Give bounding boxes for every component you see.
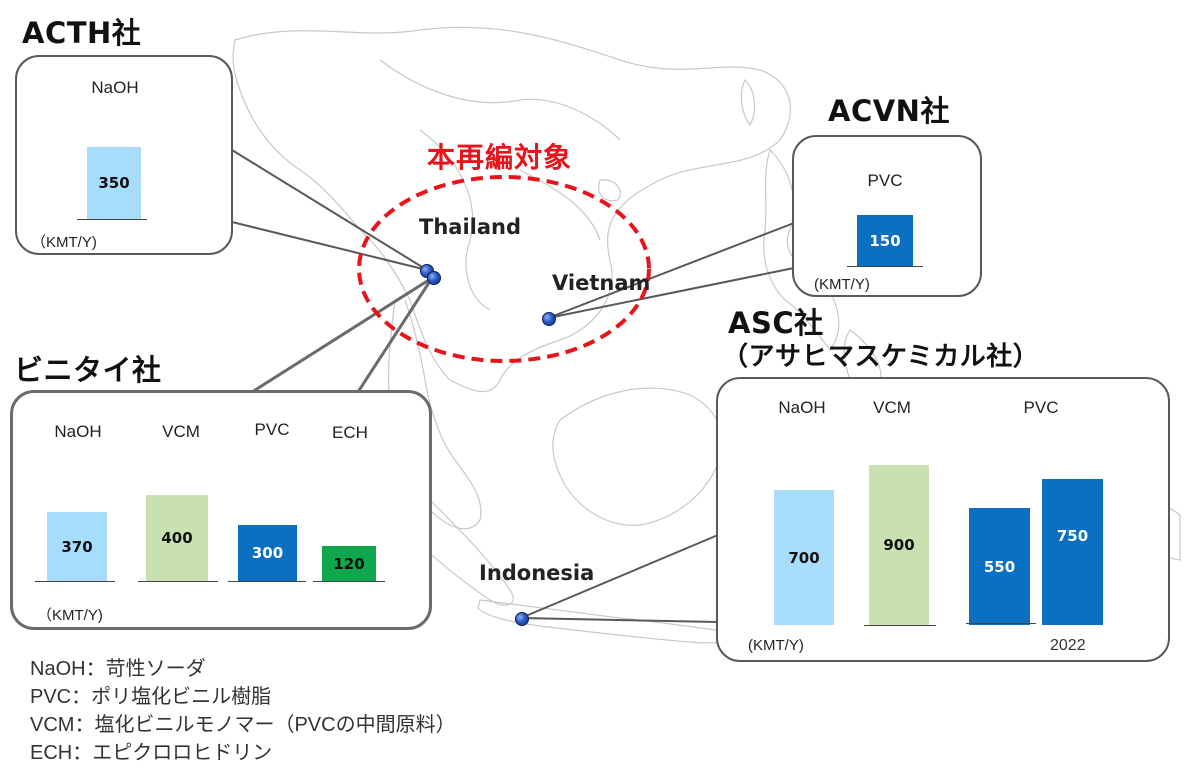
acvn-baseline — [847, 266, 923, 267]
asc-unit: (KMT/Y) — [748, 637, 804, 654]
acth-value-naoh: 350 — [98, 174, 130, 192]
location-marker-vinythai — [427, 271, 441, 285]
vinythai-baseline-vcm — [138, 581, 218, 582]
acvn-unit: (KMT/Y) — [814, 276, 870, 293]
location-marker-acvn — [542, 312, 556, 326]
legend-pvc: PVC：ポリ塩化ビニル樹脂 — [30, 686, 272, 708]
target-ellipse — [357, 175, 651, 363]
asc-label-naoh: NaOH — [778, 398, 826, 417]
asc-baseline-pvc — [966, 623, 1036, 624]
acvn-value-pvc: 150 — [869, 231, 901, 250]
legend-naoh: NaOH：苛性ソーダ — [30, 658, 206, 680]
asc-bar-naoh: 700 — [774, 490, 834, 625]
vinythai-label-pvc: PVC — [254, 420, 290, 439]
country-label-vietnam: Vietnam — [552, 271, 651, 295]
vinythai-baseline-pvc — [228, 581, 306, 582]
asc-value-pvc-2022: 750 — [1056, 527, 1089, 545]
vinythai-value-naoh: 370 — [61, 537, 93, 556]
asc-value-naoh: 700 — [788, 548, 820, 567]
asc-callout-box: NaOH VCM PVC 700 900 550 750 (KMT/Y) 202… — [716, 377, 1170, 662]
acth-unit: （KMT/Y) — [31, 234, 97, 251]
acvn-bar-pvc: 150 — [857, 215, 913, 266]
legend-ech: ECH：エピクロロヒドリン — [30, 742, 273, 764]
asc-year-label: 2022 — [1050, 637, 1086, 654]
vinythai-label-vcm: VCM — [162, 422, 200, 441]
acth-baseline — [77, 219, 147, 220]
vinythai-value-vcm: 400 — [161, 529, 193, 547]
asc-value-pvc-current: 550 — [983, 557, 1016, 576]
asc-bar-vcm: 900 — [869, 465, 929, 625]
asc-label-vcm: VCM — [873, 398, 911, 417]
asc-subtitle: （アサヒマスケミカル社） — [722, 342, 1040, 372]
vinythai-baseline-ech — [313, 581, 385, 582]
vinythai-bar-pvc: 300 — [238, 525, 297, 581]
vinythai-bar-ech: 120 — [322, 546, 376, 581]
vinythai-label-naoh: NaOH — [54, 422, 102, 441]
vinythai-baseline-naoh — [35, 581, 115, 582]
vinythai-bar-vcm: 400 — [146, 495, 208, 581]
acth-callout-box: NaOH 350 （KMT/Y) — [15, 55, 233, 255]
acth-title: ACTH社 — [22, 16, 142, 50]
target-label: 本再編対象 — [427, 141, 573, 174]
vinythai-callout-box: NaOH VCM PVC ECH 370 400 300 120 （KMT/Y) — [10, 390, 432, 630]
legend-vcm: VCM：塩化ビニルモノマー（PVCの中間原料） — [30, 714, 456, 736]
vinythai-label-ech: ECH — [332, 423, 368, 442]
acvn-label-pvc: PVC — [867, 171, 903, 190]
vinythai-bar-naoh: 370 — [47, 512, 107, 581]
acth-label-naoh: NaOH — [91, 78, 139, 97]
acvn-title: ACVN社 — [828, 94, 950, 128]
asc-bar-pvc-current: 550 — [969, 508, 1030, 625]
location-marker-asc — [515, 612, 529, 626]
asc-bar-pvc-2022: 750 — [1042, 479, 1103, 625]
acvn-callout-box: PVC 150 (KMT/Y) — [792, 135, 982, 297]
asc-title: ASC社 — [728, 306, 824, 340]
vinythai-value-ech: 120 — [333, 554, 365, 573]
vinythai-title: ビニタイ社 — [14, 353, 162, 387]
asc-baseline-vcm — [864, 625, 936, 626]
country-label-thailand: Thailand — [419, 215, 521, 239]
asc-value-vcm: 900 — [883, 536, 915, 554]
acth-bar-naoh: 350 — [87, 147, 141, 219]
vinythai-value-pvc: 300 — [251, 544, 284, 562]
asc-label-pvc: PVC — [1023, 398, 1059, 417]
country-label-indonesia: Indonesia — [479, 561, 595, 585]
vinythai-unit: （KMT/Y) — [37, 607, 103, 624]
